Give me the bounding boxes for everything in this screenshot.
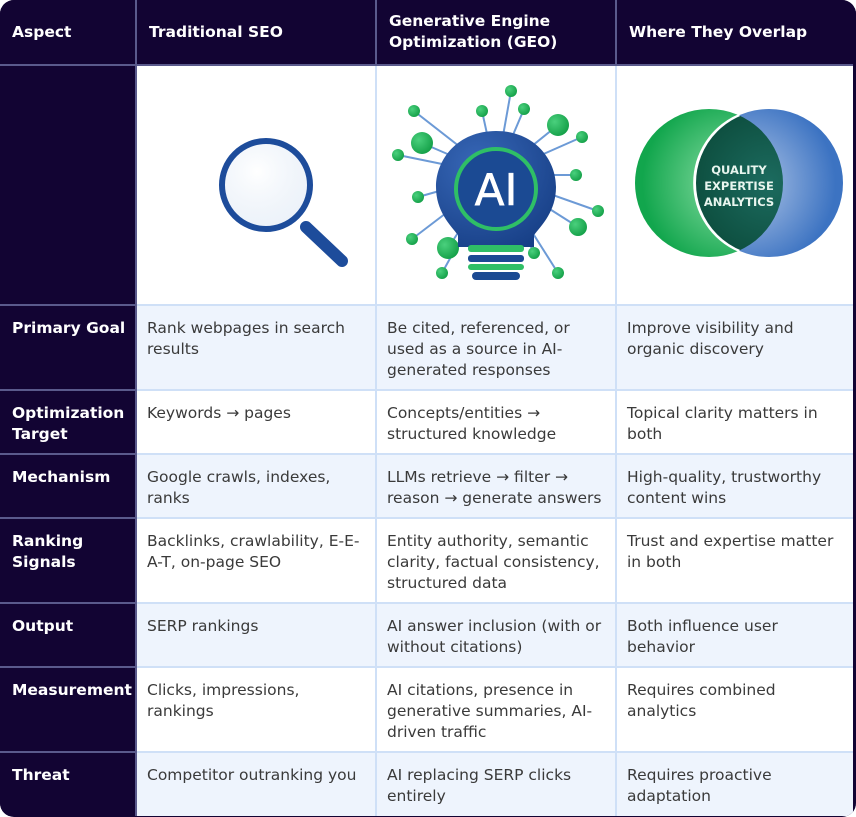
venn-label-expertise: EXPERTISE: [704, 179, 774, 193]
table-row: Ranking Signals Backlinks, crawlability,…: [0, 518, 856, 604]
geo-cell: AI answer inclusion (with or without cit…: [376, 603, 617, 668]
geo-cell: Concepts/entities → structured knowledge: [376, 390, 617, 455]
overlap-cell: Trust and expertise matter in both: [616, 518, 856, 604]
geo-cell: Entity authority, semantic clarity, fact…: [376, 518, 617, 604]
overlap-illustration-cell: QUALITY EXPERTISE ANALYTICS: [616, 65, 856, 306]
seo-illustration-cell: [136, 65, 377, 306]
table-row: Measurement Clicks, impressions, ranking…: [0, 667, 856, 753]
header-geo: Generative Engine Optimization (GEO): [376, 0, 617, 66]
magnifier-over-text-lines-icon: [158, 95, 366, 279]
venn-diagram-icon: QUALITY EXPERTISE ANALYTICS: [635, 109, 843, 257]
aspect-label: Mechanism: [0, 454, 137, 519]
aspect-label: Primary Goal: [0, 305, 137, 391]
table-row: Output SERP rankings AI answer inclusion…: [0, 603, 856, 668]
geo-cell: AI citations, presence in generative sum…: [376, 667, 617, 753]
illustration-row: AI: [0, 65, 856, 306]
aspect-label: Measurement: [0, 667, 137, 753]
header-row: Aspect Traditional SEO Generative Engine…: [0, 0, 856, 66]
table-row: Mechanism Google crawls, indexes, ranks …: [0, 454, 856, 519]
overlap-cell: Topical clarity matters in both: [616, 390, 856, 455]
venn-label-analytics: ANALYTICS: [704, 195, 774, 209]
overlap-cell: Requires proactive adaptation: [616, 752, 856, 816]
header-overlap: Where They Overlap: [616, 0, 856, 66]
header-aspect: Aspect: [0, 0, 137, 66]
aspect-label: Optimization Target: [0, 390, 137, 455]
table-row: Primary Goal Rank webpages in search res…: [0, 305, 856, 391]
overlap-cell: High-quality, trustworthy content wins: [616, 454, 856, 519]
venn-label-quality: QUALITY: [711, 163, 767, 177]
ai-lightbulb-network-icon: AI: [392, 85, 604, 280]
seo-cell: SERP rankings: [136, 603, 377, 668]
overlap-cell: Both influence user behavior: [616, 603, 856, 668]
aspect-label: Ranking Signals: [0, 518, 137, 604]
overlap-cell: Improve visibility and organic discovery: [616, 305, 856, 391]
aspect-label: Threat: [0, 752, 137, 816]
seo-cell: Competitor outranking you: [136, 752, 377, 816]
geo-cell: LLMs retrieve → filter → reason → genera…: [376, 454, 617, 519]
geo-cell: AI replacing SERP clicks entirely: [376, 752, 617, 816]
seo-cell: Rank webpages in search results: [136, 305, 377, 391]
ai-label: AI: [474, 165, 517, 216]
seo-cell: Keywords → pages: [136, 390, 377, 455]
seo-cell: Backlinks, crawlability, E-E-A-T, on-pag…: [136, 518, 377, 604]
header-traditional-seo: Traditional SEO: [136, 0, 377, 66]
illustration-aspect-blank: [0, 65, 137, 306]
seo-cell: Google crawls, indexes, ranks: [136, 454, 377, 519]
table-row: Threat Competitor outranking you AI repl…: [0, 752, 856, 816]
overlap-cell: Requires combined analytics: [616, 667, 856, 753]
geo-illustration-cell: AI: [376, 65, 617, 306]
aspect-label: Output: [0, 603, 137, 668]
geo-cell: Be cited, referenced, or used as a sourc…: [376, 305, 617, 391]
table-row: Optimization Target Keywords → pages Con…: [0, 390, 856, 455]
seo-cell: Clicks, impressions, rankings: [136, 667, 377, 753]
